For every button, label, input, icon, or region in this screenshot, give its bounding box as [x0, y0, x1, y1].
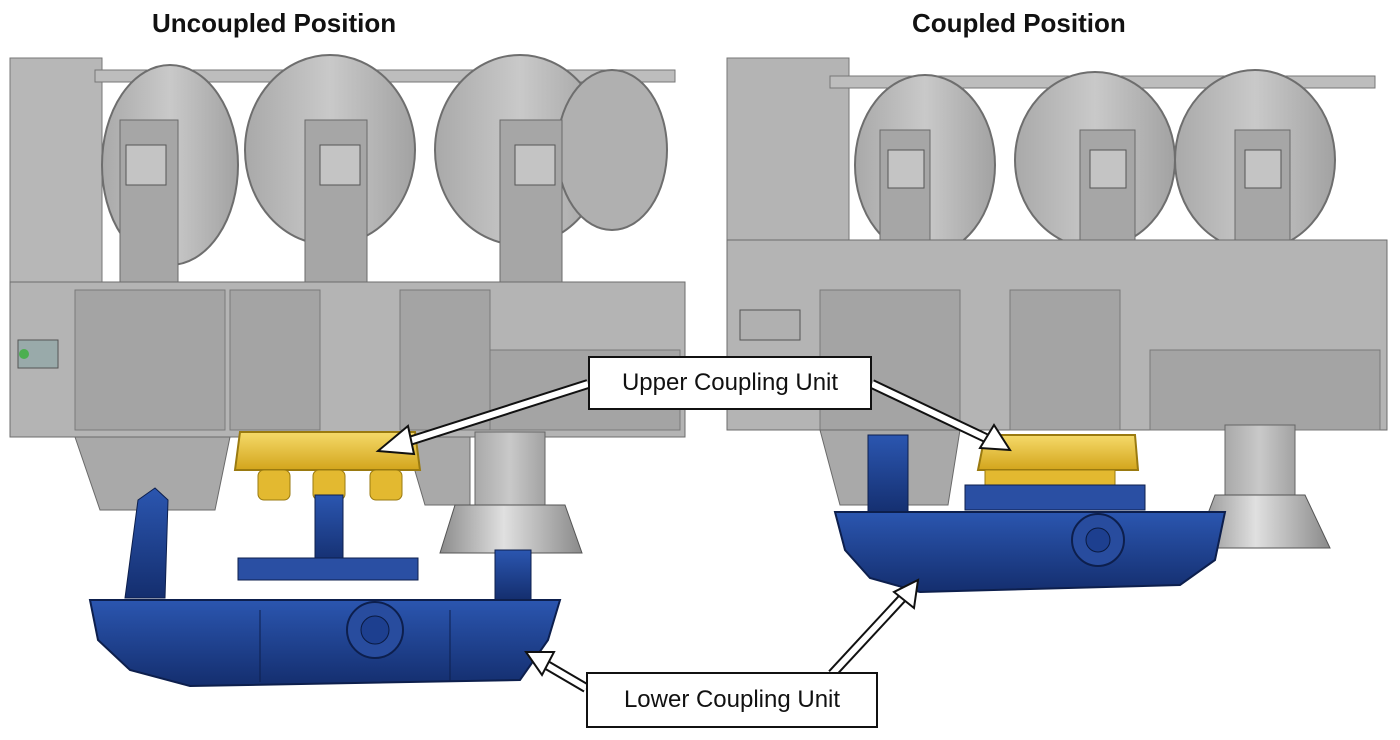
bearing-blocks: [125, 144, 556, 186]
upper-arrow-left: [375, 379, 590, 456]
right-guide-cone: [1194, 424, 1331, 549]
lower-arrow-right: [828, 578, 920, 678]
lower-coupling-unit-label: Lower Coupling Unit: [586, 672, 878, 728]
lower-coupling-unit-uncoupled: [88, 487, 562, 688]
right-bearing-blocks: [887, 149, 1282, 189]
sheave-wheels: [101, 54, 668, 266]
uncoupled-assembly: [9, 54, 686, 688]
indicator-light: [19, 349, 29, 359]
right-guide-pin: [867, 434, 909, 516]
coupled-position-title: Coupled Position: [912, 8, 1126, 38]
lower-coupling-unit-text: Lower Coupling Unit: [623, 686, 841, 713]
upper-arrow-right: [869, 379, 1012, 452]
uncoupled-position-title: Uncoupled Position: [152, 8, 397, 38]
right-column: [726, 57, 850, 249]
right-side-connector: [739, 309, 801, 341]
callout-arrows: [375, 379, 1012, 693]
upper-coupling-unit-label: Upper Coupling Unit: [588, 356, 872, 410]
lower-arrow-left: [524, 651, 589, 693]
guide-cone: [439, 431, 583, 554]
upper-coupling-unit-text: Upper Coupling Unit: [621, 369, 839, 396]
lower-coupling-unit-coupled: [833, 484, 1227, 594]
upper-coupling-unit-uncoupled: [233, 431, 422, 501]
coupled-assembly: [726, 57, 1388, 594]
left-column: [9, 57, 103, 289]
hoppers: [74, 436, 471, 511]
